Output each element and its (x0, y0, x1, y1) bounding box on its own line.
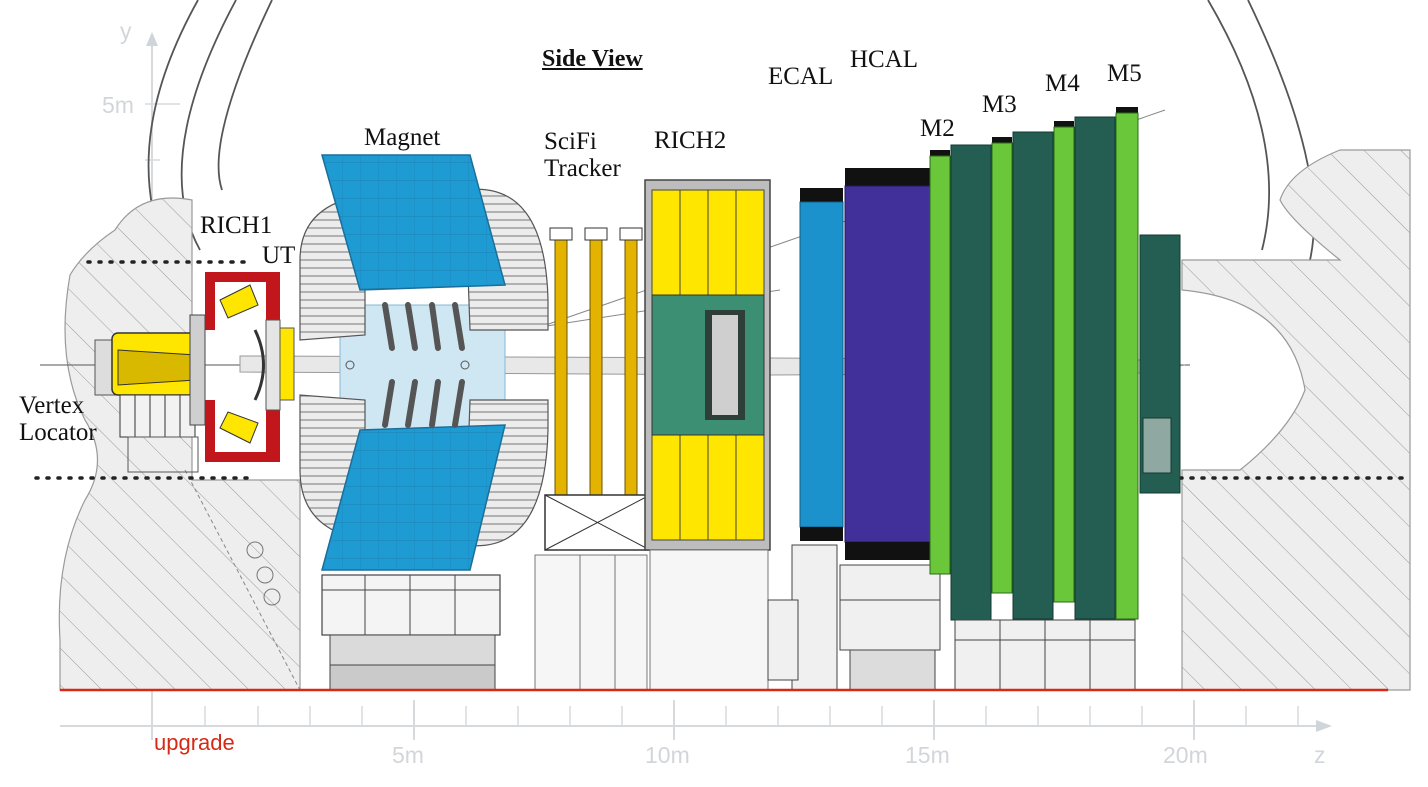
y-axis-label: y (120, 18, 132, 44)
label-ut: UT (262, 242, 296, 269)
z-axis-label: z (1314, 742, 1326, 768)
vertex-locator (94, 314, 206, 473)
left-shielding-wall (58, 197, 301, 691)
scifi-tracker (534, 227, 651, 691)
ecal (767, 188, 844, 691)
label-rich2: RICH2 (654, 127, 727, 154)
label-m5: M5 (1107, 60, 1142, 87)
label-m2: M2 (920, 115, 955, 142)
z-axis-tick-20m: 20m (1163, 742, 1208, 768)
rich1-detector (205, 272, 295, 462)
hcal (839, 168, 941, 691)
label-m4: M4 (1045, 70, 1080, 97)
label-scifi-tracker: SciFi Tracker (544, 128, 621, 182)
label-rich1: RICH1 (200, 212, 273, 239)
z-axis-tick-15m: 15m (905, 742, 950, 768)
label-m3: M3 (982, 91, 1017, 118)
y-axis-arrow-icon (146, 32, 158, 46)
label-ecal: ECAL (768, 63, 834, 90)
upgrade-annotation: upgrade (154, 730, 235, 755)
right-shielding-wall (1181, 149, 1411, 691)
acceptance-dotted-lines (34, 260, 1412, 480)
z-axis-arrow-icon (1316, 720, 1332, 732)
z-axis (60, 700, 1332, 740)
y-axis-tick-5m: 5m (102, 92, 134, 118)
diagram-title: Side View (542, 46, 643, 72)
z-axis-tick-10m: 10m (645, 742, 690, 768)
label-magnet: Magnet (364, 124, 441, 151)
rich2-detector (644, 179, 771, 691)
magnet (299, 154, 549, 691)
label-hcal: HCAL (850, 46, 919, 73)
muon-stations (929, 107, 1181, 691)
label-vertex-locator: Vertex Locator (19, 392, 97, 446)
z-axis-tick-5m: 5m (392, 742, 424, 768)
